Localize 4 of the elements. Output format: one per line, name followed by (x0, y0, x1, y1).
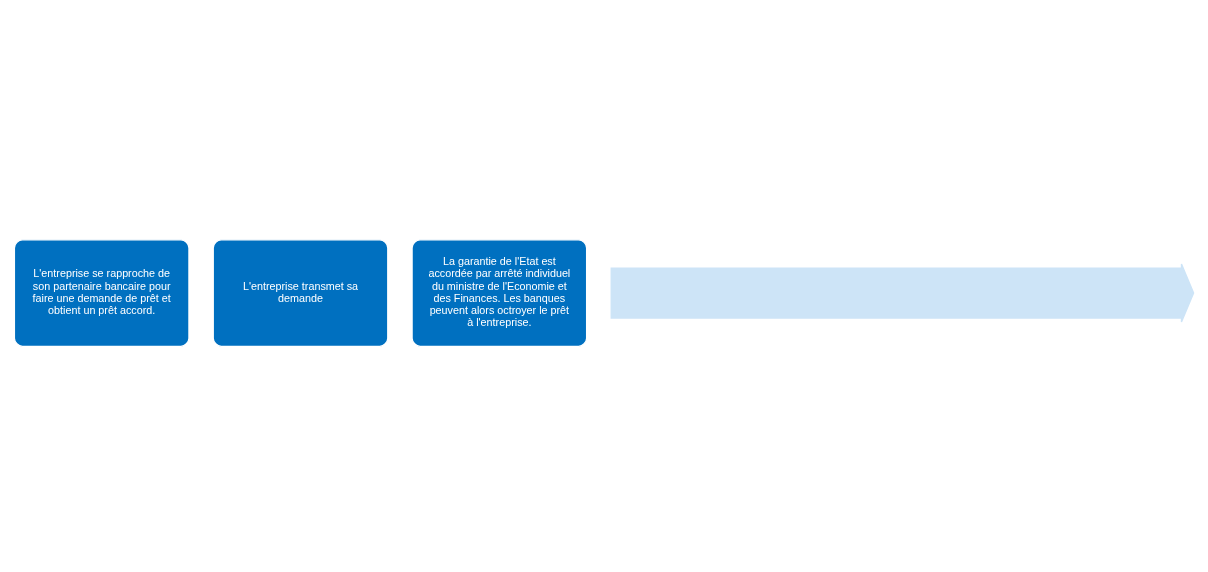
node-box: L'entreprise transmet sa demande (212, 238, 389, 347)
node-box: La garantie de l'Etat est accordée par arrêté individuel du ministre de l'Economie et des Finances. Les banques peuvent alors octroyer le prêt à l'entreprise. (411, 238, 588, 347)
node-box: L'entreprise se rapproche de son partenaire bancaire pour faire une demande de prêt et obtient un prêt accord. (13, 238, 190, 347)
node-arrow (610, 262, 1195, 323)
